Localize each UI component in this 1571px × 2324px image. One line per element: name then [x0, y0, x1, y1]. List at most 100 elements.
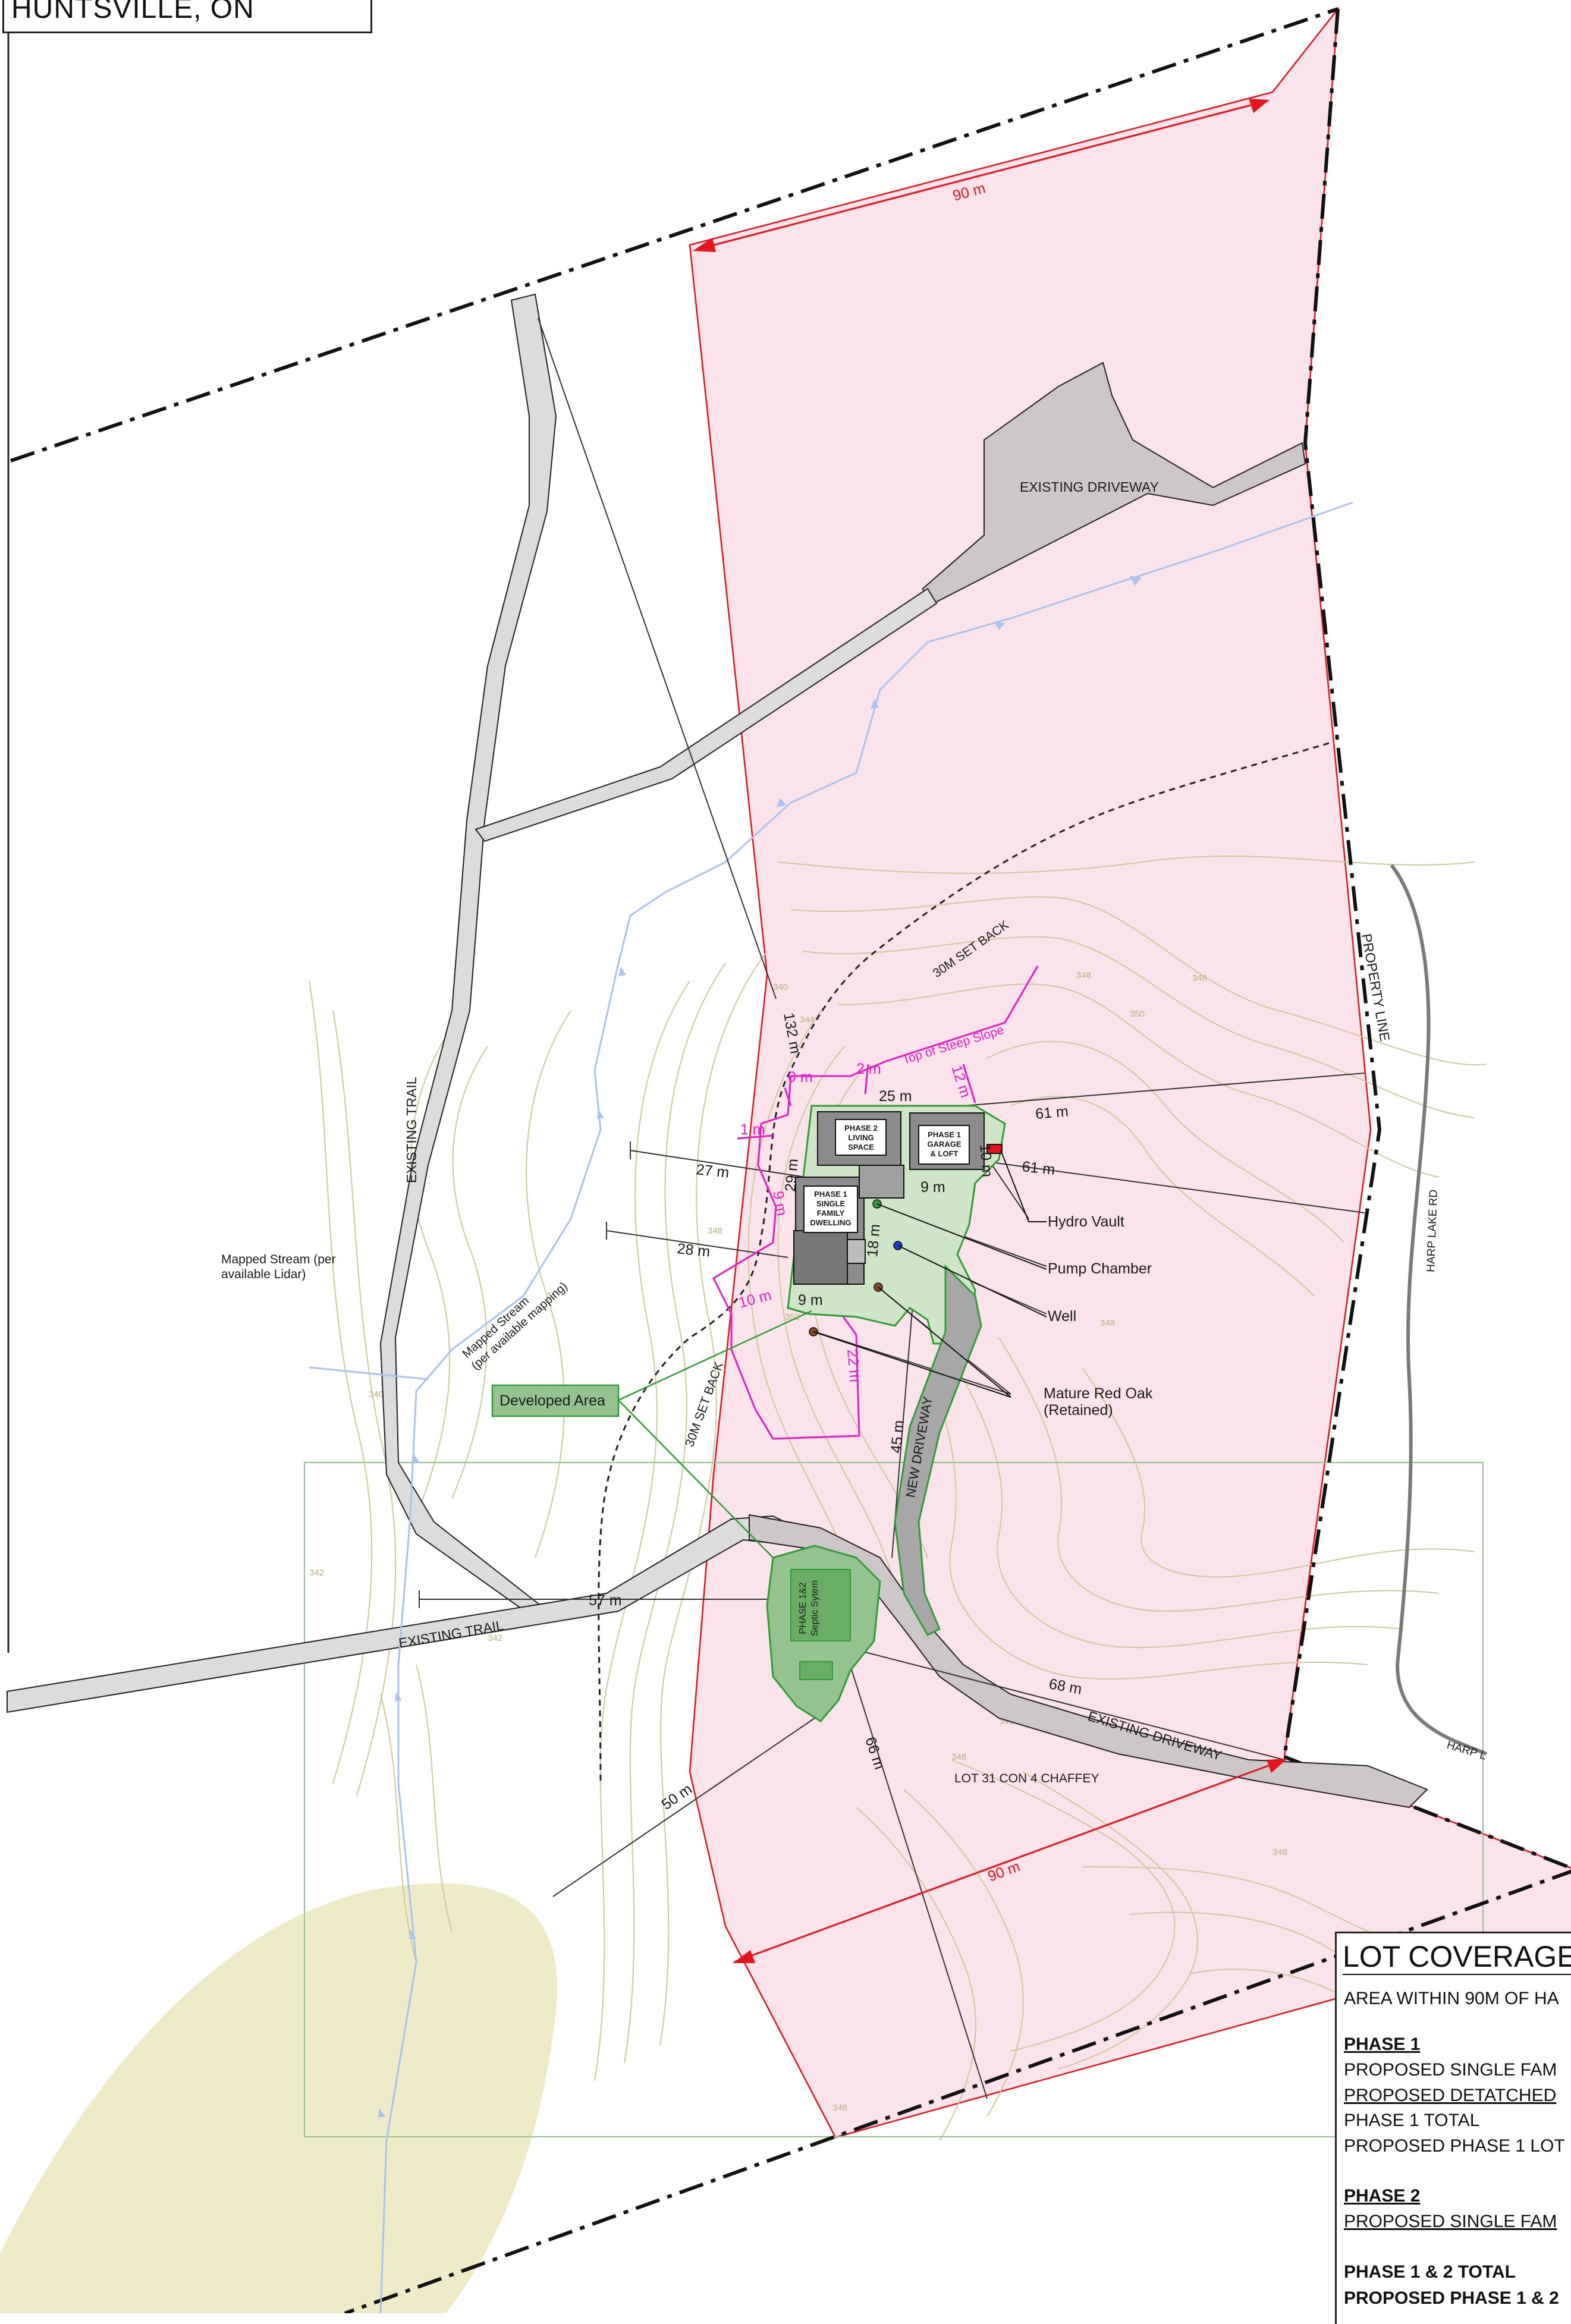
mag-0m: 0 m [788, 1069, 813, 1086]
septic-tank [799, 1661, 833, 1680]
contour-label: 342 [488, 1633, 502, 1643]
contour-label: 352 [785, 1312, 800, 1322]
mag-22m: 22 m [844, 1348, 863, 1383]
phase1-garage-line: & LOFT [931, 1149, 959, 1158]
mature-red-oak-line2: (Retained) [1044, 1402, 1113, 1419]
coverage-area-within: AREA WITHIN 90M OF HA [1344, 1989, 1559, 2008]
developed-area-leaders [618, 1310, 812, 1558]
pump-chamber-label: Pump Chamber [1048, 1260, 1152, 1277]
contour-label: 348 [951, 1752, 966, 1762]
lot-coverage-panel: LOT COVERAGE AREA WITHIN 90M OF HA PHASE… [1335, 1932, 1571, 2324]
phase1-garage-label: PHASE 1 GARAGE & LOFT [927, 1130, 961, 1158]
contour-label: 340 [369, 1389, 384, 1400]
title-box: HUNTSVILLE, ON [2, 0, 372, 33]
existing-driveway-top-label: EXISTING DRIVEWAY [1020, 479, 1159, 495]
dim-9m-b: 9 m [798, 1292, 823, 1309]
phase1-dwelling-line: SINGLE [816, 1199, 846, 1208]
coverage-phase2-heading: PHASE 2 [1344, 2186, 1421, 2206]
page-title: HUNTSVILLE, ON [11, 0, 254, 24]
deck [859, 1165, 904, 1199]
septic-bed [790, 1569, 851, 1641]
contour-label: 340 [773, 982, 788, 992]
contour-label: 348 [1272, 1847, 1287, 1857]
contour-label: 346 [1192, 973, 1207, 983]
dimension-90m-arrows [693, 99, 1287, 1963]
contour-label: 350 [1130, 1009, 1145, 1019]
mag-1m: 1 m [740, 1121, 765, 1138]
coverage-phase1-heading: PHASE 1 [1344, 2034, 1421, 2054]
hydro-vault-box [986, 1144, 1003, 1154]
mapped-stream-lidar-line2: available Lidar) [221, 1268, 306, 1281]
dim-10m: 10 m [976, 1143, 996, 1178]
harp-lake-road [1390, 864, 1488, 1756]
new-driveway [894, 1264, 982, 1636]
phase1-garage-label-box [918, 1125, 970, 1165]
callout-leaders [813, 1150, 1047, 1398]
phase2-living-line: SPACE [848, 1143, 874, 1152]
setback-30m-line [598, 742, 1330, 1784]
mapped-stream-lidar-line1: Mapped Stream (per [221, 1253, 336, 1266]
stream-arrows [378, 576, 1142, 2118]
phase1-dwelling-label: PHASE 1 SINGLE FAMILY DWELLING [810, 1190, 851, 1227]
steep-slope-line [712, 966, 1039, 1440]
lot-label: LOT 31 CON 4 CHAFFEY [954, 1772, 1099, 1785]
steep-slope-ticks [737, 1064, 976, 1140]
coverage-p2-line1: PROPOSED SINGLE FAM [1344, 2212, 1557, 2231]
dim-45m: 45 m [888, 1420, 907, 1454]
phase1-dwelling-label-box [803, 1185, 858, 1233]
coverage-p12-total: PHASE 1 & 2 TOTAL [1344, 2262, 1516, 2282]
contour-label: 348 [1100, 1318, 1115, 1328]
hydro-vault-label: Hydro Vault [1048, 1213, 1124, 1230]
harp-lake-rd-label: HARP LAKE RD [1425, 1189, 1440, 1272]
well-label: Well [1048, 1308, 1076, 1325]
lot-coverage-title: LOT COVERAGE [1343, 1939, 1571, 1975]
phase1-dwelling-line: PHASE 1 [814, 1190, 847, 1199]
mag-2m: 2 m [856, 1061, 881, 1077]
phase1-dwelling-line: FAMILY [817, 1209, 845, 1218]
septic-line: Septic Sytem [810, 1580, 820, 1636]
dim-50m: 50 m [658, 1781, 695, 1813]
phase2-label-box [835, 1119, 887, 1156]
contour-label: 348 [1076, 970, 1091, 980]
dim-18m: 18 m [864, 1224, 884, 1258]
coverage-p1-line2: PROPOSED DETATCHED [1344, 2086, 1557, 2105]
existing-trail-vertical-label: EXISTING TRAIL [404, 1077, 419, 1183]
septic-label: PHASE 1&2 Septic Sytem [798, 1580, 820, 1636]
dim-25m: 25 m [879, 1088, 912, 1105]
existing-trail-branch [475, 587, 938, 842]
phase1-dwelling-line: DWELLING [810, 1218, 851, 1227]
coverage-p1-line1: PROPOSED SINGLE FAM [1344, 2060, 1557, 2080]
phase2-living-label: PHASE 2 LIVING SPACE [844, 1124, 878, 1152]
phase2-living-line: LIVING [848, 1133, 874, 1142]
dim-57m: 57 m [589, 1592, 622, 1609]
coverage-p12-lot: PROPOSED PHASE 1 & 2 [1344, 2288, 1559, 2308]
contour-label: 346 [832, 2103, 847, 2113]
coverage-p1-lot: PROPOSED PHASE 1 LOT [1344, 2136, 1565, 2156]
porch [847, 1239, 866, 1264]
phase2-living-line: PHASE 2 [844, 1124, 878, 1133]
coverage-p1-total: PHASE 1 TOTAL [1344, 2111, 1480, 2130]
buffer-zone-90m [689, 6, 1571, 2139]
developed-area-legend-box [491, 1384, 620, 1417]
phase1-garage-line: GARAGE [927, 1140, 961, 1149]
contour-label: 342 [309, 1568, 324, 1578]
dimension-ticks [419, 1141, 631, 1608]
streams [309, 501, 1353, 2313]
dim-61m-b: 61 m [1021, 1158, 1055, 1178]
dim-27m: 27 m [695, 1161, 730, 1181]
contour-label: 344 [800, 1015, 815, 1025]
dim-28m: 28 m [676, 1240, 711, 1260]
phase1-garage-line: PHASE 1 [928, 1130, 961, 1139]
septic-line: PHASE 1&2 [798, 1582, 808, 1634]
dim-9m-a: 9 m [920, 1179, 945, 1196]
harp-lake-rd-partial-label: HARP L [1446, 1739, 1488, 1763]
mature-red-oak-line1: Mature Red Oak [1044, 1385, 1153, 1402]
dwelling-base [793, 1230, 848, 1285]
mapped-area-boundary [304, 1462, 1484, 2137]
contour-label: 348 [708, 1226, 722, 1236]
dim-61m-a: 61 m [1035, 1103, 1069, 1122]
developed-area-label: Developed Area [499, 1392, 605, 1409]
wetland-area [0, 1883, 557, 2313]
dim-29m: 29 m [782, 1158, 802, 1193]
